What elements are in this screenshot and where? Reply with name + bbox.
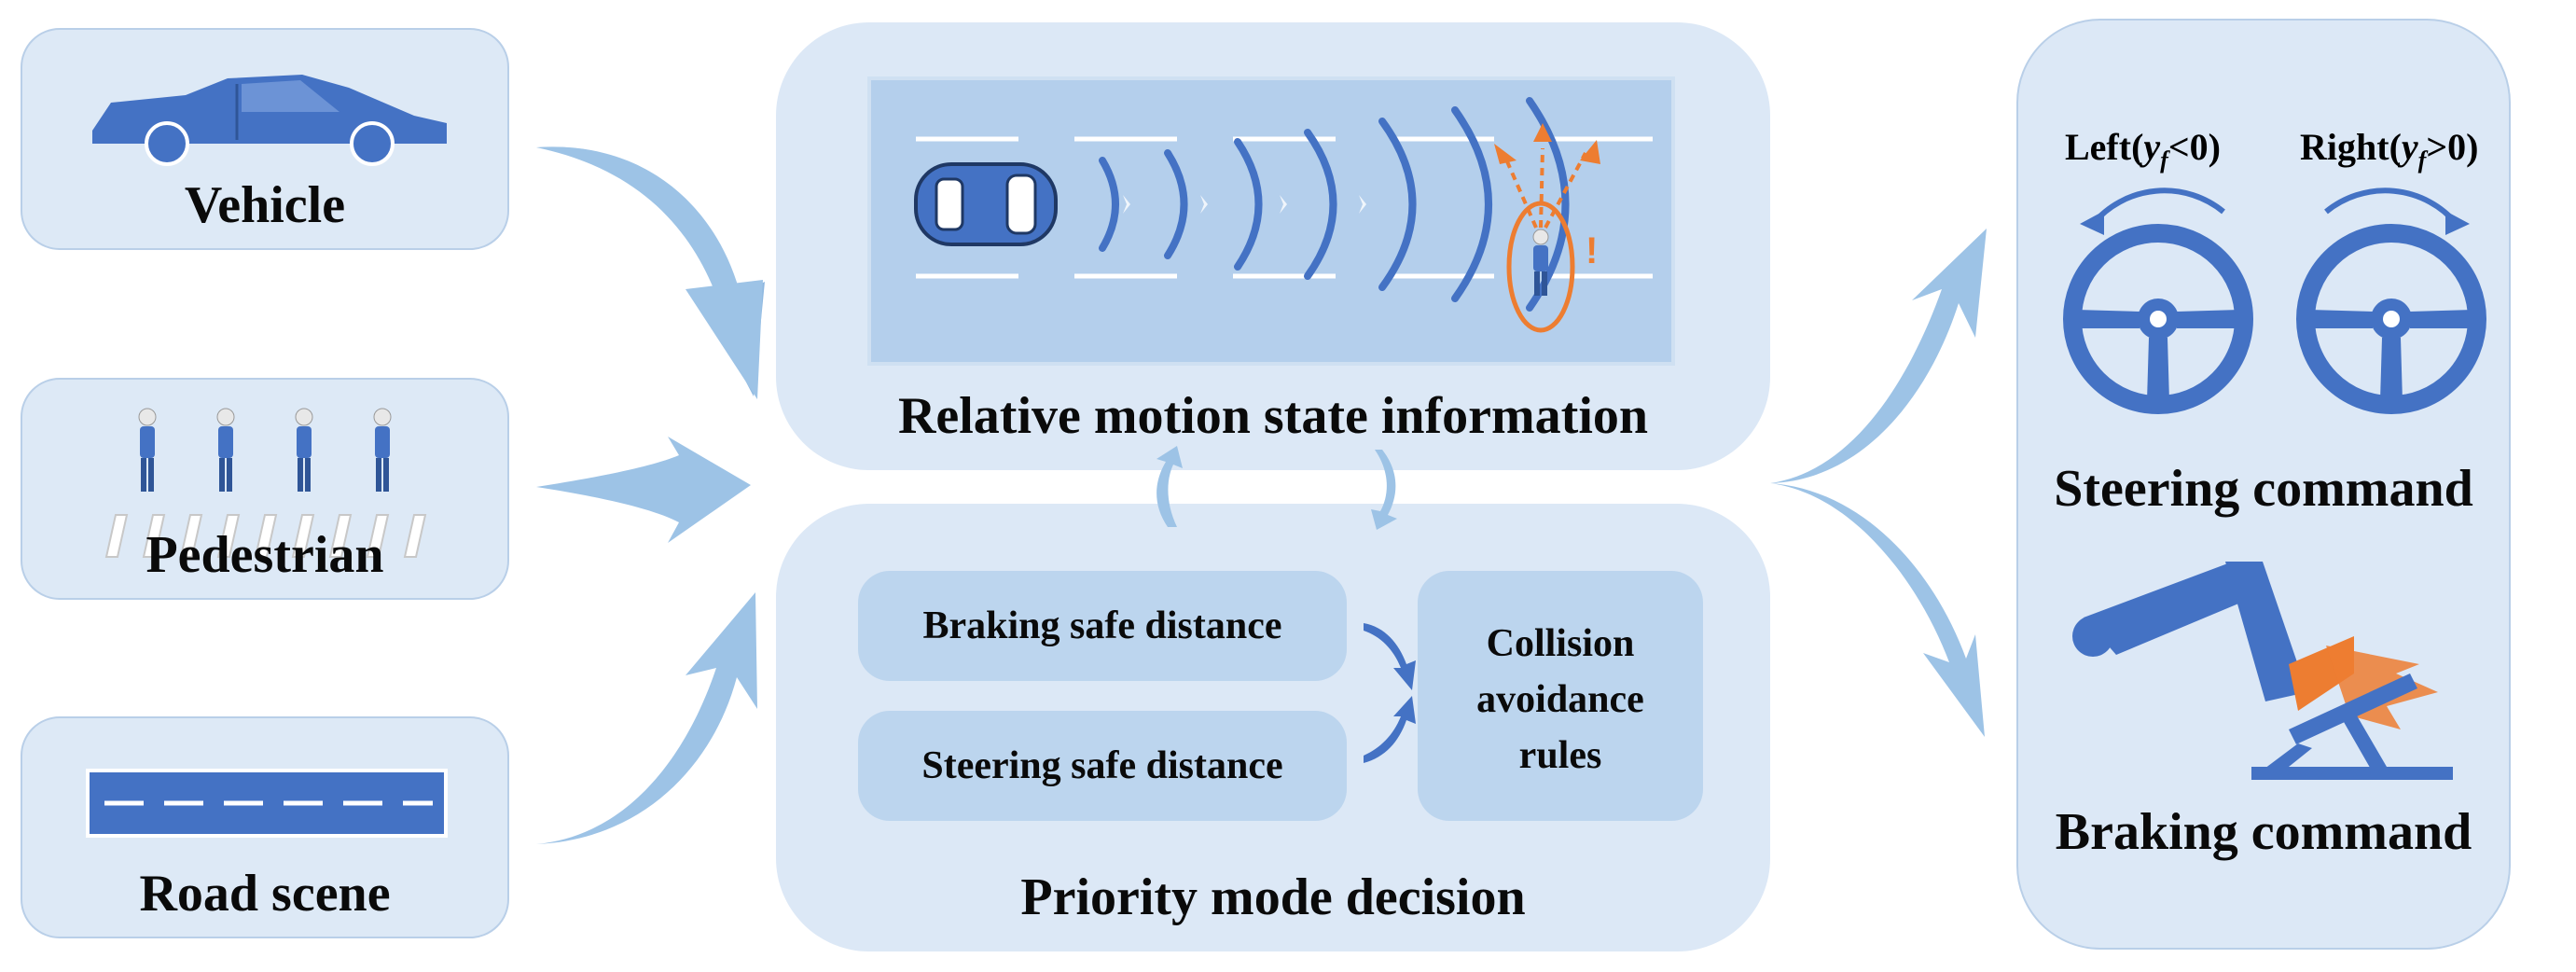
pedestrian-highlight-ellipse xyxy=(1506,201,1575,333)
sensing-scene-illustration: ! xyxy=(867,76,1675,366)
vehicle-label: Vehicle xyxy=(184,176,346,234)
arrow-center-to-steering xyxy=(1770,229,1987,483)
arrow-center-to-braking xyxy=(1770,483,1985,737)
priority-mode-box: Braking safe distance Steering safe dist… xyxy=(776,504,1770,951)
right-steer-label: Right(yf>0) xyxy=(2300,126,2479,174)
predicted-paths xyxy=(1502,147,1587,229)
crosswalk-pedestrians-icon xyxy=(104,408,427,558)
braking-command-label: Braking command xyxy=(2055,803,2472,861)
braking-safe-distance-box: Braking safe distance xyxy=(858,571,1347,681)
collision-rules-line-2: avoidance xyxy=(1476,678,1644,721)
warning-mark: ! xyxy=(1586,230,1598,271)
priority-mode-label: Priority mode decision xyxy=(1020,868,1526,926)
left-steer-label: Left(yf<0) xyxy=(2065,126,2221,174)
road-icon xyxy=(86,769,448,838)
arrow-road-to-center xyxy=(536,592,757,844)
motion-state-label: Relative motion state information xyxy=(897,387,1649,445)
pedestrian-on-road-icon xyxy=(1532,229,1549,296)
steering-safe-distance-box: Steering safe distance xyxy=(858,711,1347,821)
steering-wheel-right-icon xyxy=(2296,187,2486,414)
pedestrian-figures xyxy=(138,408,392,492)
vehicle-box: Vehicle xyxy=(21,28,509,250)
collision-rules-line-3: rules xyxy=(1518,734,1602,777)
brake-pedal-icon xyxy=(2072,562,2453,780)
collision-rules-box: Collision avoidance rules xyxy=(1418,571,1703,821)
motion-state-box: ! Relative motion state information xyxy=(776,22,1770,470)
road-scene-label: Road scene xyxy=(139,865,391,923)
collision-rules-line-1: Collision xyxy=(1486,622,1635,665)
road-scene-box: Road scene xyxy=(21,716,509,938)
car-topview-icon xyxy=(914,162,1058,246)
pedestrian-label: Pedestrian xyxy=(145,526,384,584)
pedestrian-box: Pedestrian xyxy=(21,378,509,600)
command-illustrations xyxy=(2063,187,2486,780)
steering-wheel-left-icon xyxy=(2063,187,2253,414)
arrow-pedestrian-to-center xyxy=(536,437,751,543)
command-output-box: Left(yf<0) Right(yf>0) xyxy=(2016,19,2511,950)
steering-command-label: Steering command xyxy=(2054,460,2473,518)
car-side-icon xyxy=(92,75,447,166)
